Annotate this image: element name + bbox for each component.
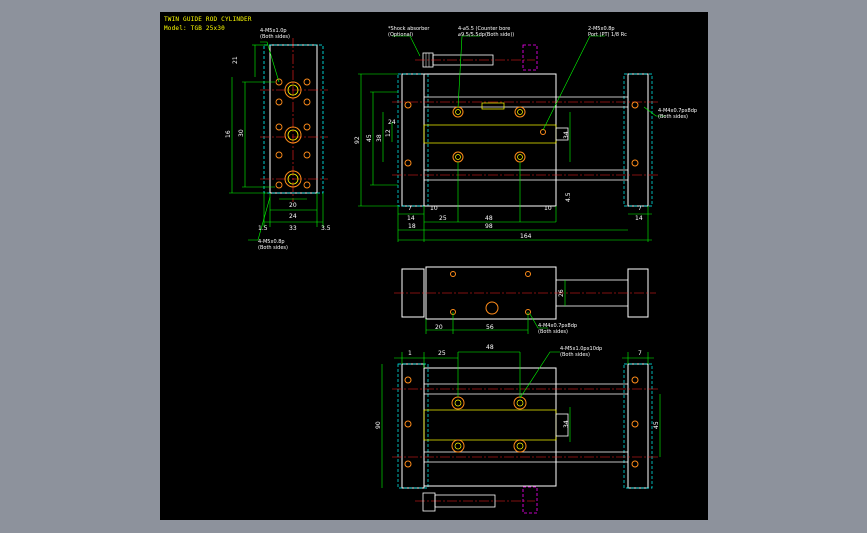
side-dim-b10: 98 [485, 223, 493, 230]
front-dim-bottom-mid: 24 [289, 213, 297, 220]
side-right-plate [627, 73, 649, 207]
plan-right-plate [627, 363, 649, 489]
drawing-model: Model: TGB 25x30 [164, 25, 225, 32]
plan-shock-absorber [422, 492, 436, 512]
side-dim-b8: 14 [635, 215, 643, 222]
front-dim-right-edge: 3.5 [321, 225, 331, 232]
plan-dim-top2: 25 [438, 350, 446, 357]
plan-body [423, 367, 557, 487]
side-callout-note: (Both sides) [658, 114, 688, 120]
plan-view: 1 25 48 7 90 34 45 4-M5x1.0px10dp (Both … [375, 344, 661, 514]
side-dim-b9: 18 [408, 223, 416, 230]
drawing-canvas: TWIN GUIDE ROD CYLINDER Model: TGB 25x30 [160, 12, 708, 520]
plan-dim-top4: 7 [638, 350, 642, 357]
side-dim-left-b: 38 [376, 134, 383, 142]
front-hidden-flange [263, 44, 324, 194]
plan-dim-left: 90 [375, 421, 382, 429]
port-callout-note: Port (PT) 1/8 Rc [588, 32, 627, 38]
plan-dim-right: 45 [653, 421, 660, 429]
front-bore-bottom [284, 170, 302, 188]
bottom-view: 26 20 56 4-M4x0.7px8dp (Both sides) [394, 266, 656, 335]
front-callout-top: 4-M5x1.0p [260, 28, 287, 34]
front-dim-bottom-outer: 33 [289, 225, 297, 232]
bottom-dim-b1: 20 [435, 324, 443, 331]
bottom-dim-right: 26 [558, 289, 565, 297]
side-dim-b4: 25 [439, 215, 447, 222]
bottom-dim-b2: 56 [486, 324, 494, 331]
side-dim-b6: 10 [544, 205, 552, 212]
side-body [423, 73, 557, 207]
side-dim-right-port: 34 [563, 131, 570, 139]
bottom-callout: 4-M4x0.7px8dp [538, 323, 577, 329]
side-dim-b12: 4.5 [565, 192, 572, 202]
plan-dim-top1: 1 [408, 350, 412, 357]
plan-callout: 4-M5x1.0px10dp [560, 346, 602, 352]
front-dim-bottom-inner: 20 [289, 202, 297, 209]
counterbore-callout: 4-⌀5.5 (Counter bore [458, 26, 510, 32]
side-callout: 4-M4x0.7px8dp [658, 108, 697, 114]
shock-callout-note: (Optional) [388, 32, 413, 38]
side-dim-b1: 7 [408, 205, 412, 212]
front-callout-bottom-note: (Both sides) [258, 245, 288, 251]
side-dim-left-a: 24 [388, 119, 396, 126]
front-view: 21 30 16 20 24 33 1.5 3.5 4-M5x1.0p (Bot… [225, 28, 331, 251]
side-dim-left-mid: 45 [366, 134, 373, 142]
side-dim-b7: 7 [638, 205, 642, 212]
side-dim-b5: 48 [485, 215, 493, 222]
bottom-callout-note: (Both sides) [538, 329, 568, 335]
front-dim-left-mid: 30 [238, 129, 245, 137]
plan-dim-mid: 34 [563, 420, 570, 428]
side-dim-b11: 164 [520, 233, 532, 240]
cad-drawing: 21 30 16 20 24 33 1.5 3.5 4-M5x1.0p (Bot… [225, 26, 697, 514]
shock-callout: *Shock absorber [388, 26, 430, 32]
side-dim-left-c: 12 [385, 129, 392, 137]
side-left-plate [401, 73, 425, 207]
side-dim-left-outer: 92 [354, 136, 361, 144]
front-bore-top [284, 81, 302, 99]
plan-dim-top3: 48 [486, 344, 494, 351]
drawing-title: TWIN GUIDE ROD CYLINDER [164, 16, 252, 23]
side-dim-b3: 10 [430, 205, 438, 212]
shock-hidden [522, 44, 538, 71]
front-dim-left-top: 21 [232, 56, 239, 64]
front-bore-mid [284, 126, 302, 144]
side-dim-b2: 14 [407, 215, 415, 222]
plan-callout-note: (Both sides) [560, 352, 590, 358]
front-callout-top-note: (Both sides) [260, 34, 290, 40]
front-dim-left-edge: 1.5 [258, 225, 268, 232]
side-view: 92 45 38 12 34 24 7 14 10 25 48 10 7 14 … [354, 26, 697, 242]
front-callout-bottom: 4-M5x0.8p [258, 239, 285, 245]
front-dim-left-outer: 16 [225, 130, 232, 138]
port-callout: 2-M5x0.8p [588, 26, 615, 32]
counterbore-callout-note: ⌀9.5/5.5dp(Both side)) [458, 32, 514, 38]
